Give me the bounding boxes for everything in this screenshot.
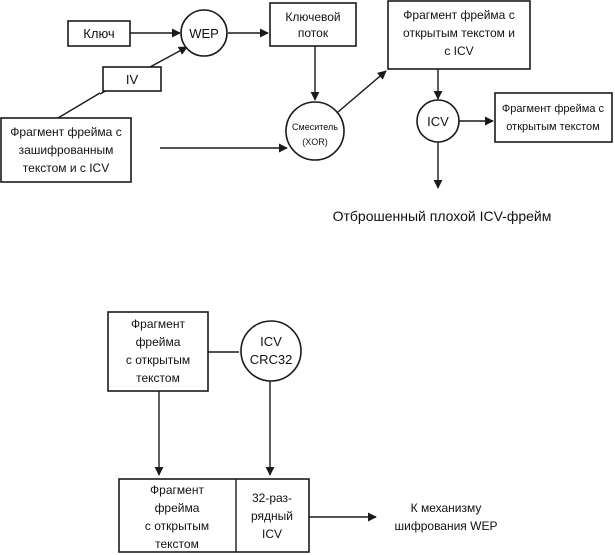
crc-circle: ICV CRC32 <box>240 320 302 382</box>
arrow-mixer-to-plaintext-icv <box>337 70 387 113</box>
output-label: К механизму шифрования WEP <box>395 501 498 533</box>
result-frame-line-4: текстом <box>155 537 199 551</box>
encrypted-box: Фрагмент фрейма с зашифрованным текстом … <box>0 117 132 183</box>
plaintext-icv-line-2: открытым текстом и <box>403 26 515 40</box>
crc-line-1: ICV <box>260 334 282 349</box>
keystream-line-2: поток <box>298 26 329 40</box>
result-frame-line-1: Фрагмент <box>150 483 204 497</box>
bottom-connectors <box>154 351 377 522</box>
icv-label: ICV <box>427 114 449 129</box>
plaintext-box: Фрагмент фрейма с открытым текстом <box>494 92 613 143</box>
plaintext-icv-box: Фрагмент фрейма с открытым текстом и с I… <box>387 0 531 70</box>
wep-circle: WEP <box>180 9 228 57</box>
result-icv-line-1: 32-раз- <box>252 491 292 505</box>
source-box: Фрагмент фрейма с открытым текстом <box>107 311 209 392</box>
source-line-1: Фрагмент <box>131 317 185 331</box>
plaintext-line-1: Фрагмент фрейма с <box>502 103 605 115</box>
encrypted-line-3: текстом и с ICV <box>23 161 109 175</box>
plaintext-icv-line-1: Фрагмент фрейма с <box>403 8 514 22</box>
discard-label: Отброшенный плохой ICV-фрейм <box>333 208 552 224</box>
crc-line-2: CRC32 <box>250 352 293 367</box>
keystream-box: Ключевой поток <box>269 2 357 47</box>
result-frame-line-3: с открытым <box>145 519 209 533</box>
encrypted-line-1: Фрагмент фрейма с <box>10 125 121 139</box>
source-line-3: с открытым <box>126 353 190 367</box>
result-frame-line-2: фрейма <box>155 501 200 515</box>
mixer-circle: Смеситель (XOR) <box>285 101 345 161</box>
result-frame: Фрагмент фрейма с открытым текстом 32-ра… <box>118 478 310 553</box>
line-encrypted-to-iv <box>57 92 101 119</box>
iv-box: IV <box>102 66 162 92</box>
key-label: Ключ <box>83 26 114 41</box>
mixer-line-2: (XOR) <box>302 137 328 147</box>
result-icv-line-2: рядный <box>251 509 293 523</box>
wep-label: WEP <box>189 26 219 41</box>
keystream-line-1: Ключевой <box>285 10 340 24</box>
iv-label: IV <box>126 72 139 87</box>
source-line-2: фрейма <box>136 335 181 349</box>
output-line-2: шифрования WEP <box>395 519 498 533</box>
result-icv-line-3: ICV <box>262 527 282 541</box>
plaintext-line-2: открытым текстом <box>506 121 599 133</box>
icv-circle: ICV <box>416 99 460 143</box>
output-line-1: К механизму <box>411 501 482 515</box>
mixer-line-1: Смеситель <box>292 122 338 132</box>
encrypted-line-2: зашифрованным <box>19 143 114 157</box>
source-line-4: текстом <box>136 371 180 385</box>
key-box: Ключ <box>67 20 131 47</box>
plaintext-icv-line-3: с ICV <box>444 44 473 58</box>
